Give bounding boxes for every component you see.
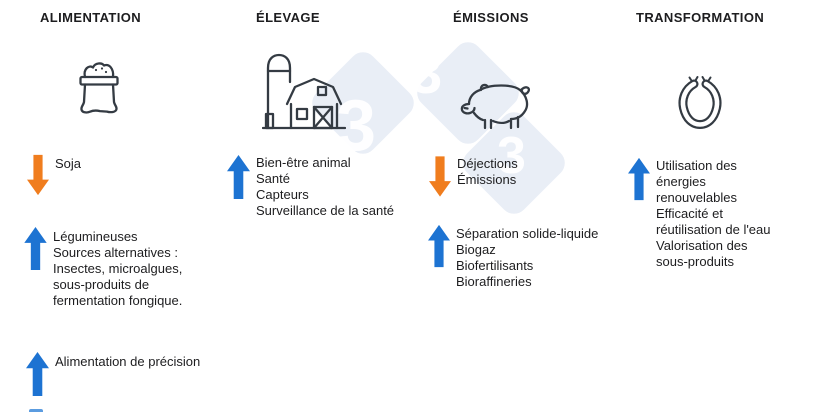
text-line: sous-produits [656,254,735,269]
text-line: Santé [256,171,290,186]
text-line: Légumineuses [53,229,138,244]
cropped-arrow-fragment [29,409,43,412]
pig-icon [460,83,531,130]
change-row-dejections: Déjections Émissions [429,154,518,199]
watermark-digit: 3 [497,127,526,185]
text-line: Valorisation des [656,238,748,253]
text-line: Capteurs [256,187,309,202]
column-title-transformation: TRANSFORMATION [636,10,765,25]
text-line: Efficacité et [656,206,723,221]
text-line: Émissions [457,172,517,187]
down-arrow-icon [27,154,49,196]
column-title-emissions: ÉMISSIONS [453,10,529,25]
change-row-soja: Soja [27,154,81,196]
text-line: sous-produits de [53,277,150,292]
column-title-elevage: ÉLEVAGE [256,10,320,25]
barn-icon [262,53,346,130]
up-arrow-icon [428,224,450,268]
change-row-separation: Séparation solide-liquide Biogaz Biofert… [428,224,598,290]
text-line: Alimentation de précision [55,354,201,369]
change-row-energies: Utilisation des énergies renouvelables E… [628,156,771,270]
up-arrow-icon [628,157,650,201]
up-arrow-icon [227,154,250,200]
text-line: Biofertilisants [456,258,534,273]
text-line: Déjections [457,156,518,171]
sausage-ring-icon [678,76,722,129]
up-arrow-icon [26,351,49,397]
text-line: Sources alternatives : [53,245,179,260]
grain-sack-icon [79,62,119,114]
change-row-alimentation-precision: Alimentation de précision [26,349,200,399]
change-row-bien-etre: Bien-être animal Santé Capteurs Surveill… [227,153,394,219]
text-line: Insectes, microalgues, [53,261,183,276]
text-line: Biogaz [456,242,496,257]
text-line: réutilisation de l'eau [656,222,771,237]
text-line: Séparation solide-liquide [456,226,599,241]
down-arrow-icon [429,156,451,197]
text-line: Bien-être animal [256,155,351,170]
text-line: Bioraffineries [456,274,532,289]
change-row-legumineuses: Légumineuses Sources alternatives : Inse… [24,227,182,309]
text-line: renouvelables [656,190,737,205]
column-title-alimentation: ALIMENTATION [40,10,142,25]
text-line: Utilisation des [656,158,737,173]
text-line: Surveillance de la santé [256,203,395,218]
watermark-digit: 3 [410,41,443,106]
watermark-digit: 3 [336,86,377,166]
text-line: fermentation fongique. [53,293,183,308]
up-arrow-icon [24,227,47,270]
text-line: énergies [656,174,706,189]
text-line: Soja [55,156,82,171]
